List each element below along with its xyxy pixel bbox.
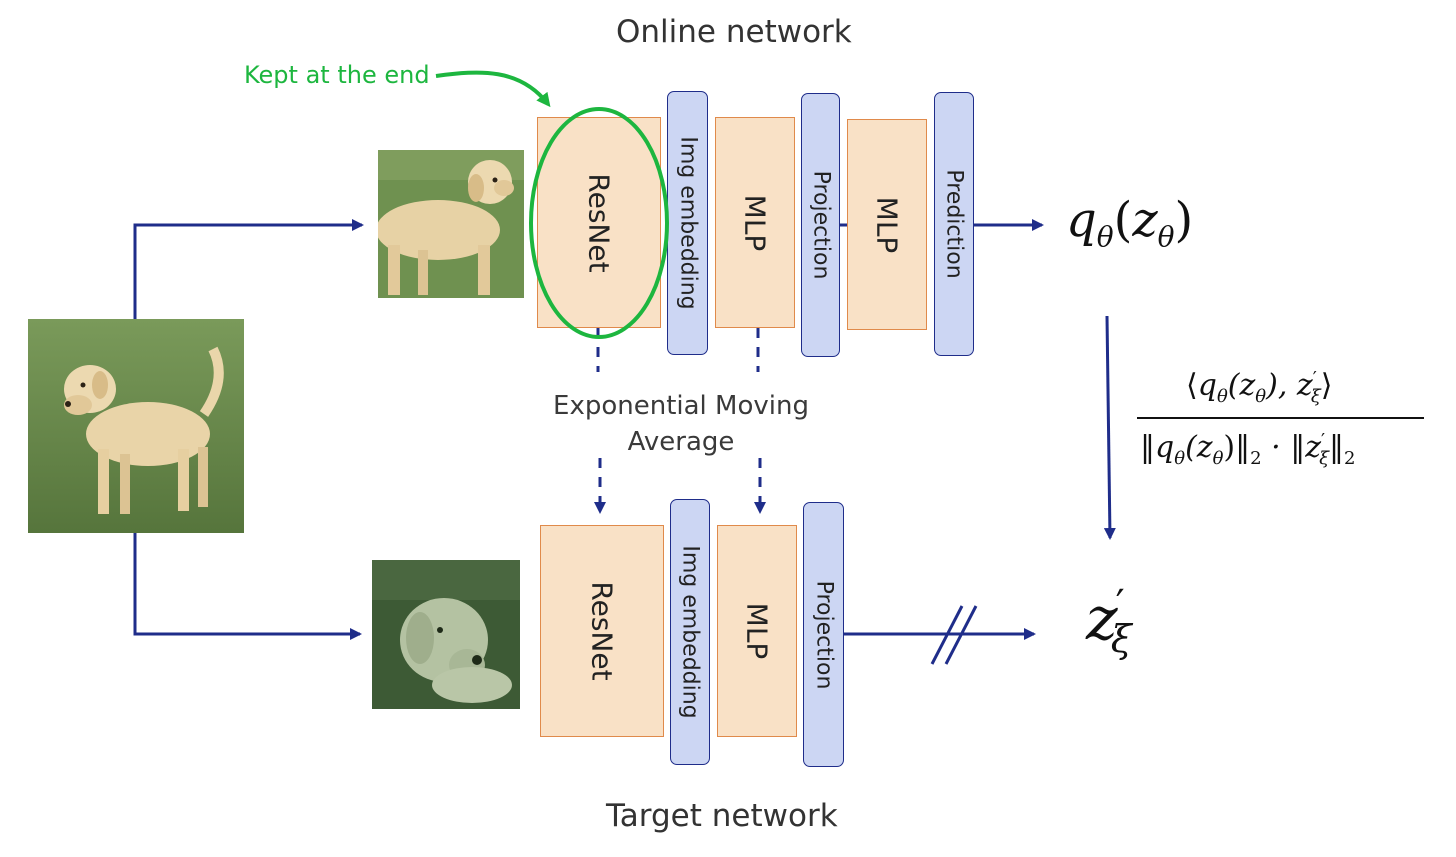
ema-label: Exponential Moving Average [531,388,831,460]
num-theta: θ [1216,386,1228,407]
online-view-image [378,150,524,298]
target-mlp-block: MLP [717,525,797,737]
den-two-2: 2 [1344,448,1356,469]
den-xi: ξ [1319,448,1330,469]
kept-arrow [435,70,551,108]
num-mid: ), z [1266,368,1313,403]
stop-grad-mark-1 [930,605,964,665]
target-network-title: Target network [606,798,838,834]
num-open-bracket: ⟨ [1186,368,1198,403]
z-prime-symbol: z [1086,584,1118,654]
den-theta: θ [1174,448,1186,469]
num-z: (z [1227,368,1256,403]
den-z: (z [1185,430,1213,465]
target-output-formula: z′ξ [1086,582,1132,661]
num-xi: ξ [1310,386,1321,407]
kept-annotation: Kept at the end [244,61,430,89]
online-img-embedding-block: Img embedding [667,91,708,355]
den-left: ‖q [1140,430,1175,465]
target-view-image [372,560,520,709]
q-symbol: q [1066,192,1097,248]
ema-line2: Average [627,427,735,457]
theta-sub: θ [1096,220,1114,254]
xi-sub: ξ [1110,617,1132,661]
online-prediction-block: Prediction [934,92,974,356]
prime-mark: ′ [1115,582,1125,628]
branch-online-line [133,219,364,319]
branch-target-line [133,533,362,640]
num-q: q [1197,368,1217,403]
theta-sub-2: θ [1157,220,1175,254]
similarity-numerator: ⟨qθ(zθ), z′ξ⟩ [1186,368,1332,407]
target-img-embedding-block: Img embedding [670,499,710,765]
online-resnet-block: ResNet [537,117,661,328]
close-paren: ) [1174,192,1194,248]
den-theta-2: θ [1212,448,1224,469]
ema-line1: Exponential Moving [553,391,809,421]
num-prime: ′ [1312,368,1317,389]
z-symbol: z [1132,192,1158,248]
source-dog-image [28,319,244,533]
kept-ellipse [529,107,669,339]
num-theta-2: θ [1255,386,1267,407]
num-close-bracket: ⟩ [1320,368,1333,403]
online-mlp1-block: MLP [715,117,795,328]
den-dot: · ‖z [1261,430,1322,465]
online-projection-block: Projection [801,93,840,357]
similarity-arrow [1103,315,1116,540]
den-two-1: 2 [1250,448,1262,469]
stop-grad-mark-2 [944,605,978,665]
online-network-title: Online network [616,14,852,50]
target-resnet-block: ResNet [540,525,664,737]
target-projection-block: Projection [803,502,844,767]
den-norm: ‖ [1329,430,1345,465]
similarity-denominator: ‖qθ(zθ)‖2 · ‖z′ξ‖2 [1140,430,1355,469]
den-close: )‖ [1223,430,1251,465]
online-output-formula: qθ(zθ) [1066,192,1193,254]
open-paren: ( [1113,192,1133,248]
den-prime: ′ [1321,430,1326,451]
online-mlp2-block: MLP [847,119,927,330]
